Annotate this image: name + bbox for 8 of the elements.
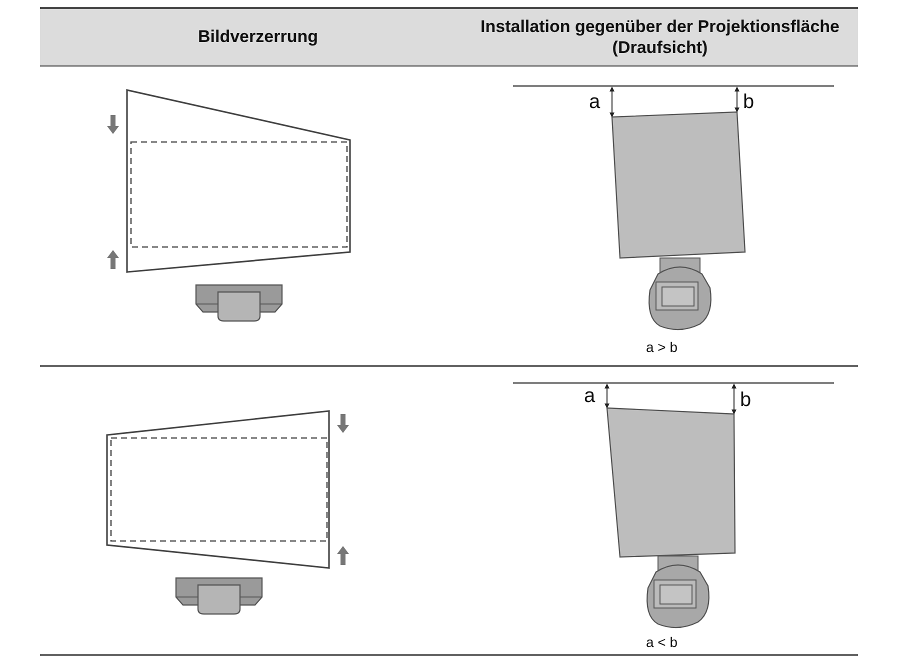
dimension-label: a [584,385,596,408]
column-header: Bildverzerrung [197,26,319,47]
dimension-label: a [589,91,600,114]
dimension-label: a < b [646,634,678,650]
dimension-label: a > b [646,339,678,355]
dimension-label: b [743,91,754,114]
column-header: Installation gegenüber der Projektionsfläche (Draufsicht) [480,16,840,58]
dimension-label: b [740,389,752,412]
